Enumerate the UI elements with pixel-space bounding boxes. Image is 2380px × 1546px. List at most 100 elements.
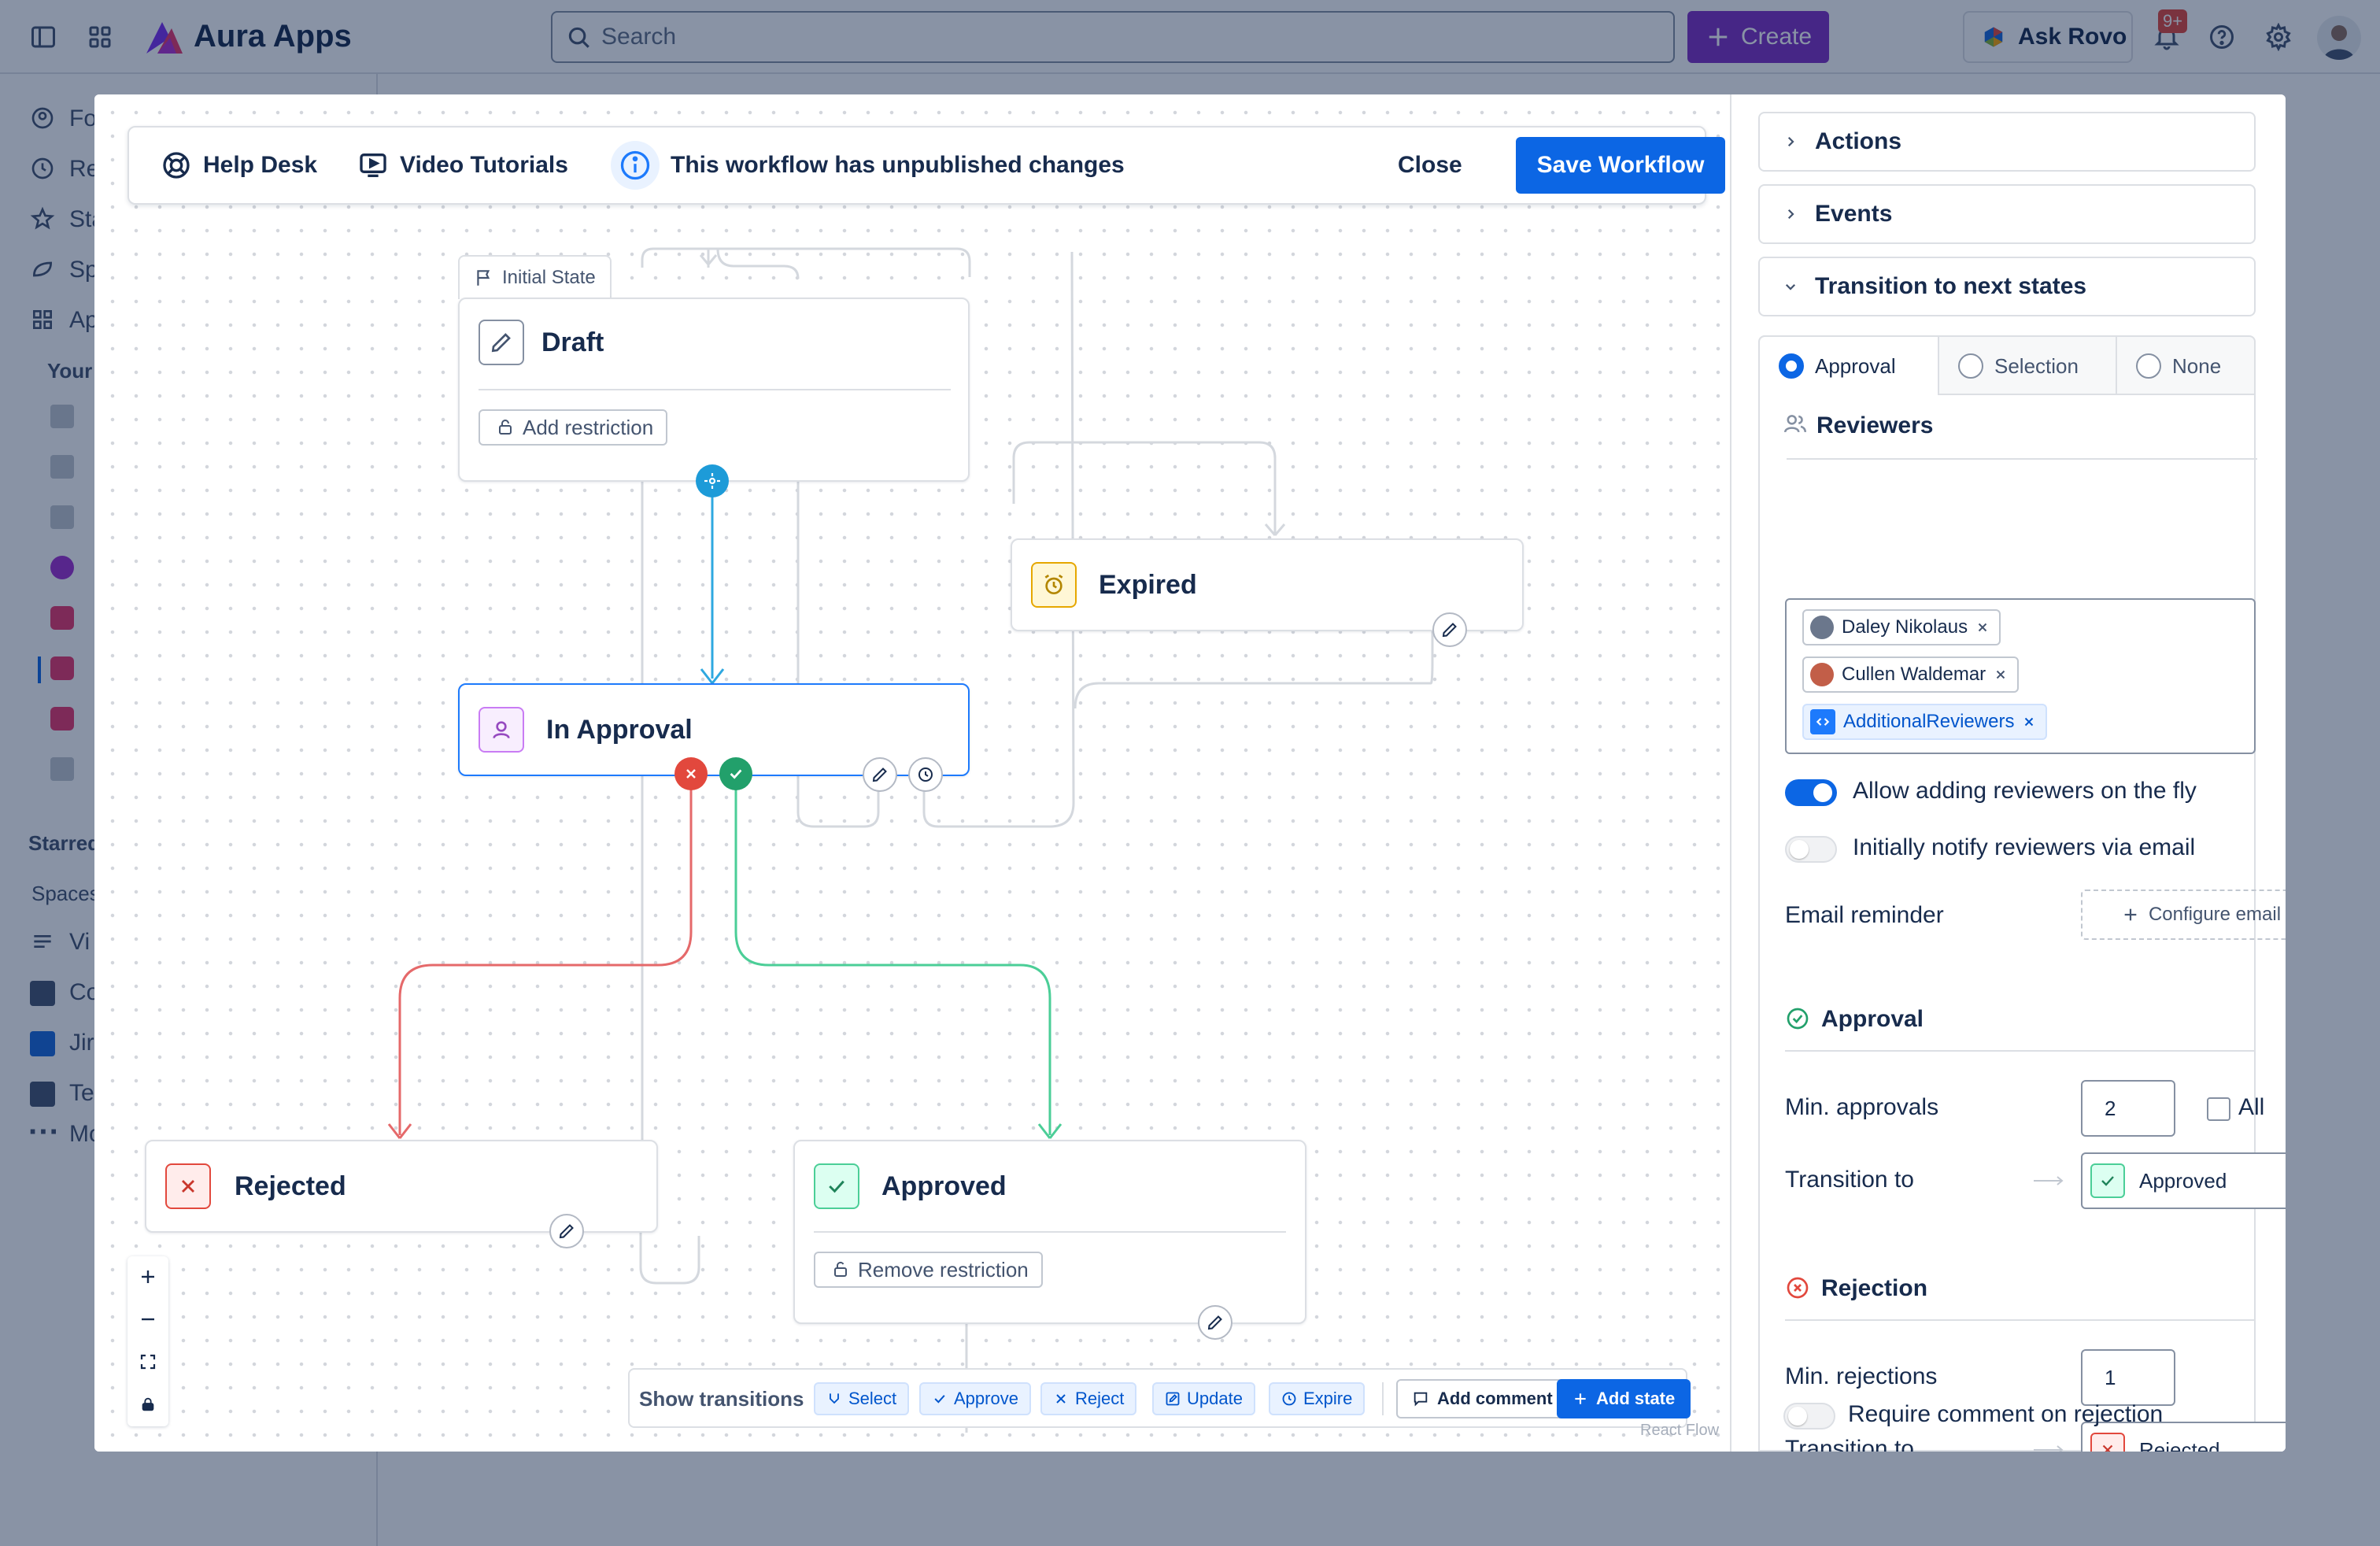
chip-approve[interactable]: Approve	[919, 1382, 1031, 1415]
add-comment-label: Add comment	[1437, 1389, 1553, 1408]
app-icon[interactable]	[50, 405, 74, 428]
ask-rovo-button[interactable]: Ask Rovo	[1963, 11, 2133, 63]
notify-email-toggle[interactable]	[1785, 836, 1837, 863]
fit-view-icon[interactable]	[128, 1341, 168, 1382]
tab-none[interactable]: None	[2117, 337, 2254, 395]
min-approvals-input[interactable]: 2	[2081, 1080, 2175, 1137]
person-icon	[479, 707, 524, 753]
sidebar-space-item[interactable]: Jir	[69, 1030, 94, 1056]
state-node-approved[interactable]: Approved Remove restriction	[793, 1140, 1306, 1324]
sidebar-item-spaces[interactable]: Sp	[69, 257, 98, 283]
edit-pencil-icon[interactable]	[549, 1214, 584, 1248]
comment-icon	[1414, 1392, 1428, 1407]
workflow-canvas[interactable]: Help Desk Video Tutorials This workflow …	[94, 94, 1730, 1452]
min-rejections-input[interactable]: 1	[2081, 1349, 2175, 1406]
add-restriction-button[interactable]: Add restriction	[479, 409, 668, 446]
remove-restriction-button[interactable]: Remove restriction	[814, 1252, 1043, 1288]
plus-icon	[1575, 1393, 1586, 1404]
all-checkbox[interactable]	[2207, 1097, 2230, 1121]
create-label: Create	[1741, 24, 1813, 50]
accordion-events[interactable]: Events	[1758, 184, 2256, 244]
zoom-in-icon[interactable]	[128, 1256, 168, 1297]
add-comment-button[interactable]: Add comment	[1396, 1379, 1569, 1418]
settings-gear-icon[interactable]	[2259, 17, 2298, 57]
accordion-label: Transition to next states	[1815, 273, 2087, 299]
select-value: Approved	[2139, 1168, 2227, 1193]
video-tutorials-button[interactable]: Video Tutorials	[357, 128, 568, 203]
workflow-editor-modal: Help Desk Video Tutorials This workflow …	[94, 94, 2286, 1452]
remove-x-icon[interactable]	[2022, 715, 2036, 729]
zoom-out-icon[interactable]	[128, 1299, 168, 1340]
edit-pencil-icon[interactable]	[1198, 1305, 1232, 1340]
timer-clock-icon[interactable]	[908, 757, 943, 792]
start-handle-icon[interactable]	[696, 464, 729, 497]
remove-x-icon[interactable]	[1975, 620, 1990, 634]
sidebar-space-item[interactable]: Vi	[69, 929, 91, 955]
chip-select[interactable]: Select	[814, 1382, 910, 1415]
divider	[1938, 337, 1939, 394]
x-mark-icon	[2090, 1433, 2125, 1452]
approval-transition-select[interactable]: Approved	[2081, 1152, 2286, 1209]
help-icon[interactable]	[2202, 17, 2241, 57]
accordion-transition[interactable]: Transition to next states	[1758, 257, 2256, 316]
state-node-rejected[interactable]: Rejected	[145, 1140, 658, 1233]
divider	[2116, 337, 2117, 394]
state-node-draft[interactable]: Draft Add restriction	[458, 298, 970, 482]
remove-x-icon[interactable]	[1994, 668, 2008, 682]
tab-selection[interactable]: Selection	[1939, 337, 2116, 395]
sidebar-item-recent[interactable]: Re	[69, 156, 100, 182]
app-icon[interactable]	[50, 505, 74, 529]
configure-email-button[interactable]: Configure email	[2081, 890, 2286, 940]
lock-icon[interactable]	[128, 1384, 168, 1425]
reviewers-picker[interactable]: Daley Nikolaus Cullen Waldemar Additiona…	[1785, 598, 2256, 754]
unlock-icon	[834, 1261, 847, 1277]
create-button[interactable]: Create	[1687, 11, 1829, 63]
add-state-button[interactable]: Add state	[1557, 1379, 1691, 1418]
chip-expire[interactable]: Expire	[1269, 1382, 1366, 1415]
unpublished-notice: This workflow has unpublished changes	[611, 128, 1125, 203]
app-icon[interactable]	[50, 556, 74, 579]
edit-pencil-icon[interactable]	[1432, 612, 1467, 647]
app-name[interactable]: Aura Apps	[194, 19, 352, 54]
app-switcher-icon[interactable]	[80, 17, 120, 57]
allow-adding-toggle[interactable]	[1785, 779, 1837, 806]
star-icon	[30, 206, 55, 231]
radio-unselected	[2136, 353, 2161, 379]
sidebar-item-for-you[interactable]: Fo	[69, 105, 98, 131]
user-avatar[interactable]	[2317, 16, 2361, 60]
close-button[interactable]: Close	[1398, 152, 1462, 178]
video-tutorials-label: Video Tutorials	[400, 152, 568, 178]
app-icon[interactable]	[50, 656, 74, 680]
require-comment-toggle[interactable]	[1783, 1403, 1835, 1429]
x-mark-icon	[165, 1163, 211, 1209]
edit-pencil-icon[interactable]	[863, 757, 897, 792]
search-input[interactable]: Search	[551, 11, 1675, 63]
sidebar-toggle-icon[interactable]	[24, 17, 63, 57]
app-icon[interactable]	[50, 606, 74, 630]
list-icon	[30, 929, 55, 954]
sidebar-space-item[interactable]: Te	[69, 1080, 94, 1106]
sidebar-item-apps[interactable]: Ap	[69, 307, 98, 333]
rejection-transition-select[interactable]: Rejected	[2081, 1422, 2286, 1452]
reject-handle-icon[interactable]	[674, 757, 708, 790]
avatar	[1810, 663, 1834, 686]
reviewer-name: AdditionalReviewers	[1843, 711, 2015, 732]
divider	[814, 1231, 1286, 1233]
chip-reject[interactable]: Reject	[1040, 1382, 1137, 1415]
state-node-in-approval[interactable]: In Approval	[458, 683, 970, 776]
save-workflow-button[interactable]: Save Workflow	[1516, 137, 1725, 194]
react-flow-attribution[interactable]: React Flow	[1640, 1422, 1720, 1439]
chip-update[interactable]: Update	[1152, 1382, 1255, 1415]
accordion-actions[interactable]: Actions	[1758, 112, 2256, 172]
app-icon[interactable]	[50, 455, 74, 479]
app-icon[interactable]	[50, 707, 74, 730]
help-desk-button[interactable]: Help Desk	[161, 128, 317, 203]
approve-handle-icon[interactable]	[719, 757, 752, 790]
edge-gray	[796, 771, 880, 828]
min-rejections-label: Min. rejections	[1785, 1363, 1938, 1389]
sidebar-space-item[interactable]: Co	[69, 979, 100, 1005]
app-icon[interactable]	[50, 757, 74, 781]
more-dots-icon[interactable]: ···	[28, 1115, 60, 1149]
aura-logo-icon[interactable]	[142, 16, 186, 60]
tab-approval[interactable]: Approval	[1760, 337, 1938, 395]
